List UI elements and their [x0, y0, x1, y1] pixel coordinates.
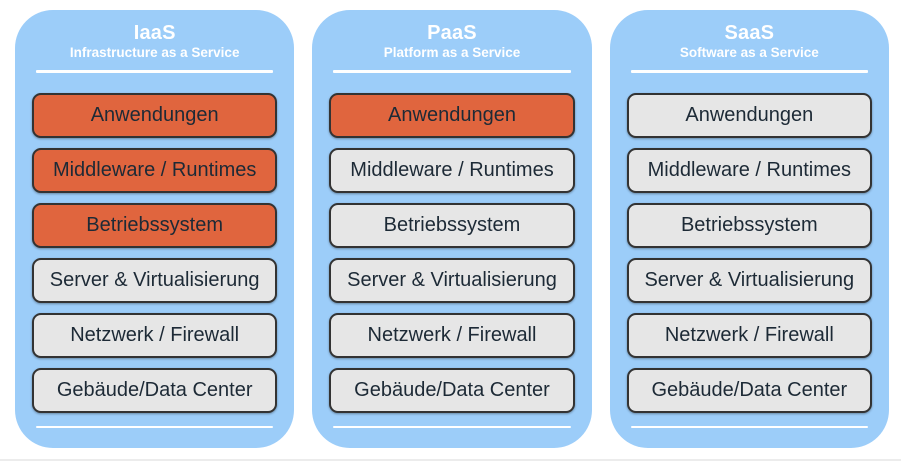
- service-model-card-paas: PaaS Platform as a Service Anwendungen M…: [312, 10, 592, 448]
- layer-server-virtualisierung: Server & Virtualisierung: [32, 257, 278, 303]
- layer-server-virtualisierung: Server & Virtualisierung: [626, 257, 872, 303]
- header-divider: [333, 70, 571, 73]
- card-title-paas: PaaS: [427, 22, 477, 44]
- layer-netzwerk-firewall: Netzwerk / Firewall: [329, 312, 575, 358]
- header-divider: [630, 70, 868, 73]
- service-model-card-iaas: IaaS Infrastructure as a Service Anwendu…: [15, 10, 295, 448]
- card-title-saas: SaaS: [724, 22, 775, 44]
- layer-gebaeude-data-center: Gebäude/Data Center: [329, 367, 575, 413]
- layer-betriebssystem: Betriebssystem: [32, 202, 278, 248]
- layer-stack-iaas: Anwendungen Middleware / Runtimes Betrie…: [32, 92, 278, 413]
- card-subtitle-paas: Platform as a Service: [383, 45, 521, 60]
- layer-middleware-runtimes: Middleware / Runtimes: [329, 147, 575, 193]
- card-subtitle-iaas: Infrastructure as a Service: [69, 45, 240, 60]
- layer-stack-paas: Anwendungen Middleware / Runtimes Betrie…: [329, 92, 575, 413]
- layer-betriebssystem: Betriebssystem: [626, 202, 872, 248]
- layer-gebaeude-data-center: Gebäude/Data Center: [626, 367, 872, 413]
- service-model-cards-row: IaaS Infrastructure as a Service Anwendu…: [15, 10, 889, 448]
- layer-anwendungen: Anwendungen: [626, 92, 872, 138]
- layer-gebaeude-data-center: Gebäude/Data Center: [32, 367, 278, 413]
- card-title-iaas: IaaS: [133, 22, 176, 44]
- layer-middleware-runtimes: Middleware / Runtimes: [32, 147, 278, 193]
- layer-netzwerk-firewall: Netzwerk / Firewall: [32, 312, 278, 358]
- layer-anwendungen: Anwendungen: [329, 92, 575, 138]
- layer-server-virtualisierung: Server & Virtualisierung: [329, 257, 575, 303]
- footer-divider: [630, 425, 868, 428]
- layer-middleware-runtimes: Middleware / Runtimes: [626, 147, 872, 193]
- layer-stack-saas: Anwendungen Middleware / Runtimes Betrie…: [626, 92, 872, 413]
- layer-anwendungen: Anwendungen: [32, 92, 278, 138]
- frame-bottom-edge: [0, 459, 901, 461]
- service-model-card-saas: SaaS Software as a Service Anwendungen M…: [609, 10, 889, 448]
- header-divider: [36, 70, 274, 73]
- layer-netzwerk-firewall: Netzwerk / Firewall: [626, 312, 872, 358]
- footer-divider: [36, 425, 274, 428]
- layer-betriebssystem: Betriebssystem: [329, 202, 575, 248]
- footer-divider: [333, 425, 571, 428]
- card-subtitle-saas: Software as a Service: [679, 45, 819, 60]
